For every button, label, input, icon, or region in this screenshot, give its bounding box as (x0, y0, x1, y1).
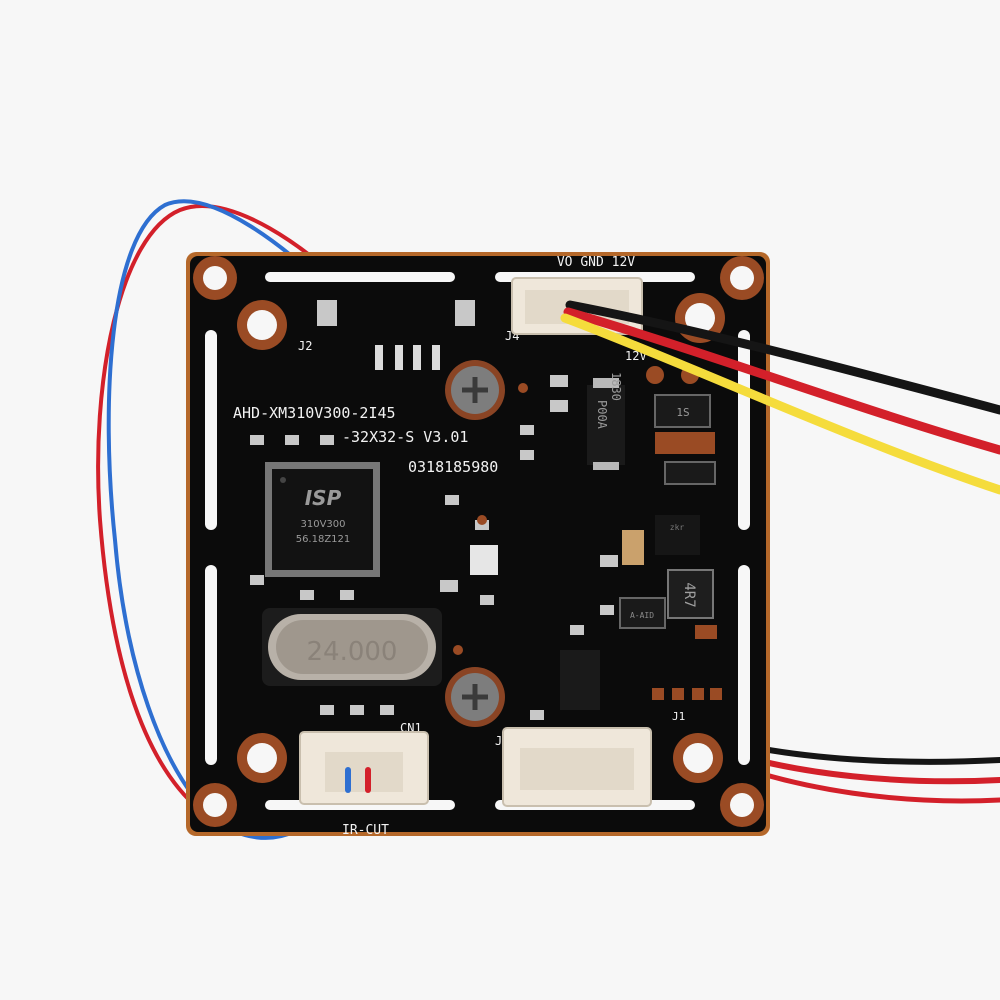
power-ics: P00A 1830 1S zkr 4R7 A-AID (560, 372, 717, 710)
crystal-label: 24.000 (307, 637, 398, 667)
label-j2: J2 (298, 339, 312, 353)
silkscreen: VO GND 12V AHD-XM310V300-2I45 -32X32-S V… (233, 255, 685, 838)
ir-cut-wire-ends (345, 767, 371, 793)
ic-small-1: P00A (595, 400, 609, 430)
ic-marking-1s: 1S (676, 406, 689, 419)
model-line-2: -32X32-S V3.01 (342, 428, 468, 446)
mounting-holes (193, 256, 764, 827)
isp-chip-brand: ISP (305, 486, 342, 510)
crystal-oscillator: 24.000 (262, 608, 442, 686)
ic-marking-aid: A-AID (630, 611, 654, 620)
label-ircut: IR-CUT (342, 823, 389, 838)
ic-marking-zkr: zkr (670, 523, 685, 532)
serial-number: 0318185980 (408, 458, 498, 476)
connectors (299, 277, 652, 807)
smd-components (250, 300, 722, 720)
inductor-label: 4R7 (681, 582, 697, 607)
connector-top-label: VO GND 12V (557, 255, 635, 270)
isp-chip: ISP 310V300 56.18Z121 (265, 462, 380, 577)
ic-small-2: 1830 (609, 372, 623, 401)
isp-chip-line1: 310V300 (300, 519, 345, 530)
isp-chip-line2: 56.18Z121 (296, 534, 351, 545)
model-line-1: AHD-XM310V300-2I45 (233, 404, 396, 422)
label-j1: J1 (672, 710, 685, 723)
screws (445, 360, 505, 727)
power-wires-upper (560, 300, 1000, 495)
pcb-board: ISP 310V300 56.18Z121 24.000 P00A 1830 1… (186, 252, 770, 838)
